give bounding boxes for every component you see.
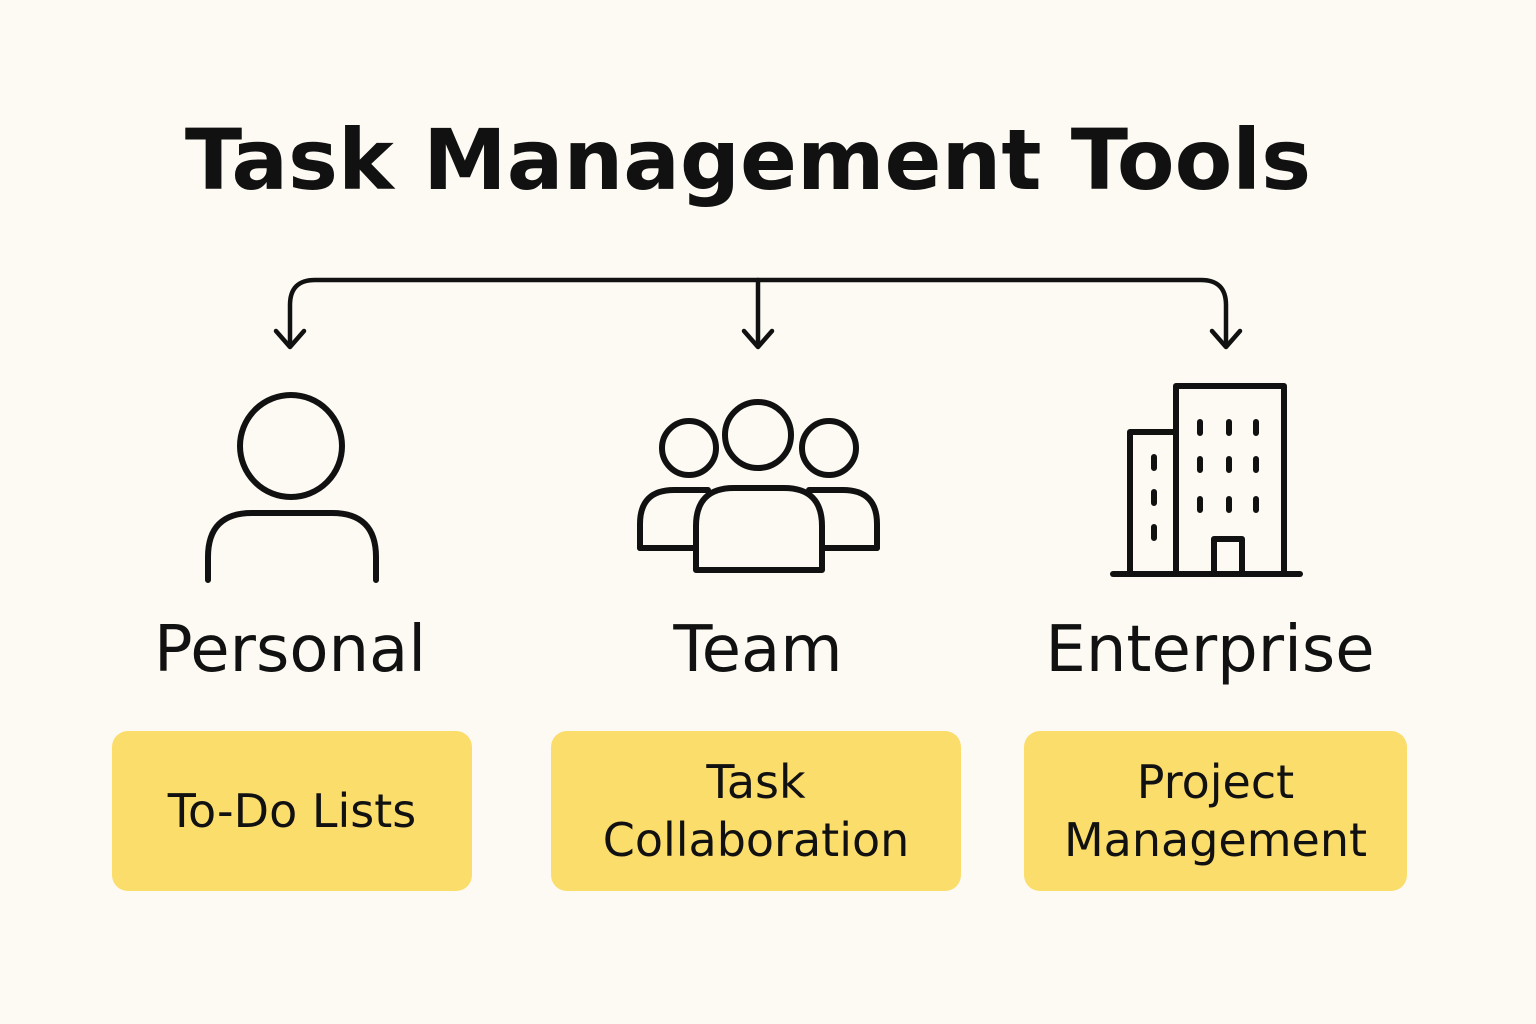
arrowhead-personal <box>273 328 307 350</box>
tool-box-personal: To-Do Lists <box>112 731 472 891</box>
person-icon <box>205 392 379 583</box>
diagram-title: Task Management Tools <box>184 111 1312 209</box>
arrowhead-team <box>741 328 775 350</box>
tool-box-enterprise: Project Management <box>1024 731 1407 891</box>
category-label-enterprise: Enterprise <box>1045 613 1375 687</box>
building-icon <box>1110 383 1303 577</box>
tool-label-personal: To-Do Lists <box>167 784 417 838</box>
arrowhead-enterprise <box>1209 328 1243 350</box>
team-icon <box>637 399 880 573</box>
tool-box-team: Task Collaboration <box>551 731 961 891</box>
category-label-personal: Personal <box>153 613 427 687</box>
category-label-team: Team <box>673 613 843 687</box>
tool-label-team: Task Collaboration <box>602 755 910 867</box>
tool-label-enterprise: Project Management <box>1063 755 1368 867</box>
